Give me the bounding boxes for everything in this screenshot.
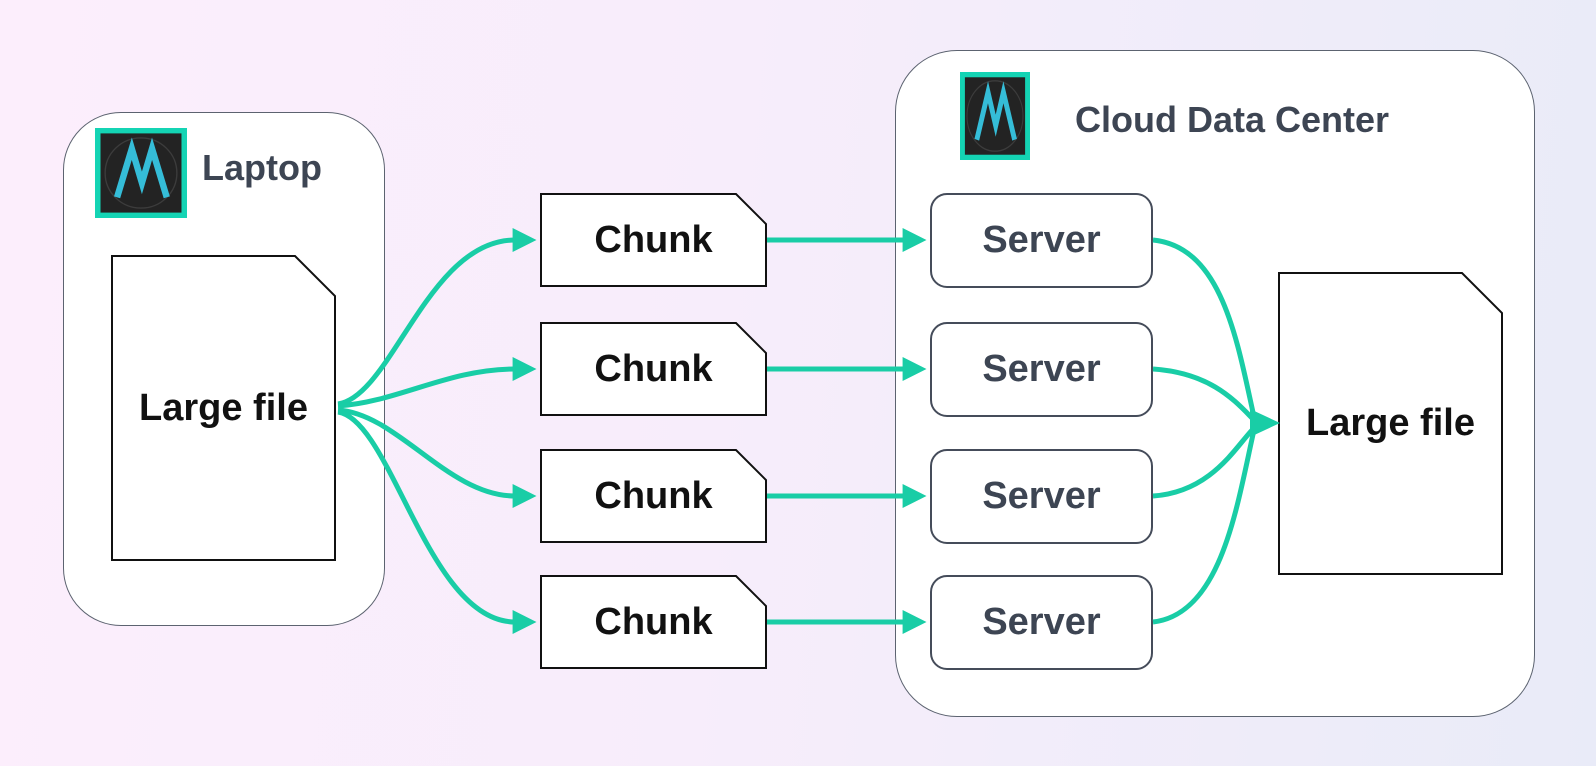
server-label: Server <box>982 348 1101 390</box>
document-shape <box>111 255 336 561</box>
server-label: Server <box>982 219 1101 261</box>
server-node[interactable]: Server <box>930 449 1153 544</box>
chunk-label: Chunk <box>594 474 713 517</box>
server-label: Server <box>982 475 1101 517</box>
m-logo-icon <box>960 72 1030 160</box>
chunk-label: Chunk <box>594 347 713 390</box>
chunk-node[interactable]: Chunk <box>540 322 767 416</box>
document-shape <box>1278 272 1503 575</box>
chunk-node[interactable]: Chunk <box>540 575 767 669</box>
server-label: Server <box>982 601 1101 643</box>
large-file-dest-label: Large file <box>1306 402 1475 444</box>
server-node[interactable]: Server <box>930 322 1153 417</box>
document-shape <box>540 322 767 416</box>
large-file-source-node[interactable]: Large file <box>111 255 336 561</box>
document-shape <box>540 575 767 669</box>
document-shape <box>540 449 767 543</box>
document-shape <box>540 193 767 287</box>
m-logo-icon <box>95 128 187 218</box>
chunk-label: Chunk <box>594 600 713 643</box>
large-file-dest-node[interactable]: Large file <box>1278 272 1503 575</box>
chunk-node[interactable]: Chunk <box>540 193 767 287</box>
chunk-node[interactable]: Chunk <box>540 449 767 543</box>
server-node[interactable]: Server <box>930 575 1153 670</box>
large-file-source-label: Large file <box>139 386 308 429</box>
cloud-data-center-label: Cloud Data Center <box>1075 99 1390 140</box>
laptop-label: Laptop <box>202 147 322 188</box>
server-node[interactable]: Server <box>930 193 1153 288</box>
chunk-label: Chunk <box>594 218 713 261</box>
